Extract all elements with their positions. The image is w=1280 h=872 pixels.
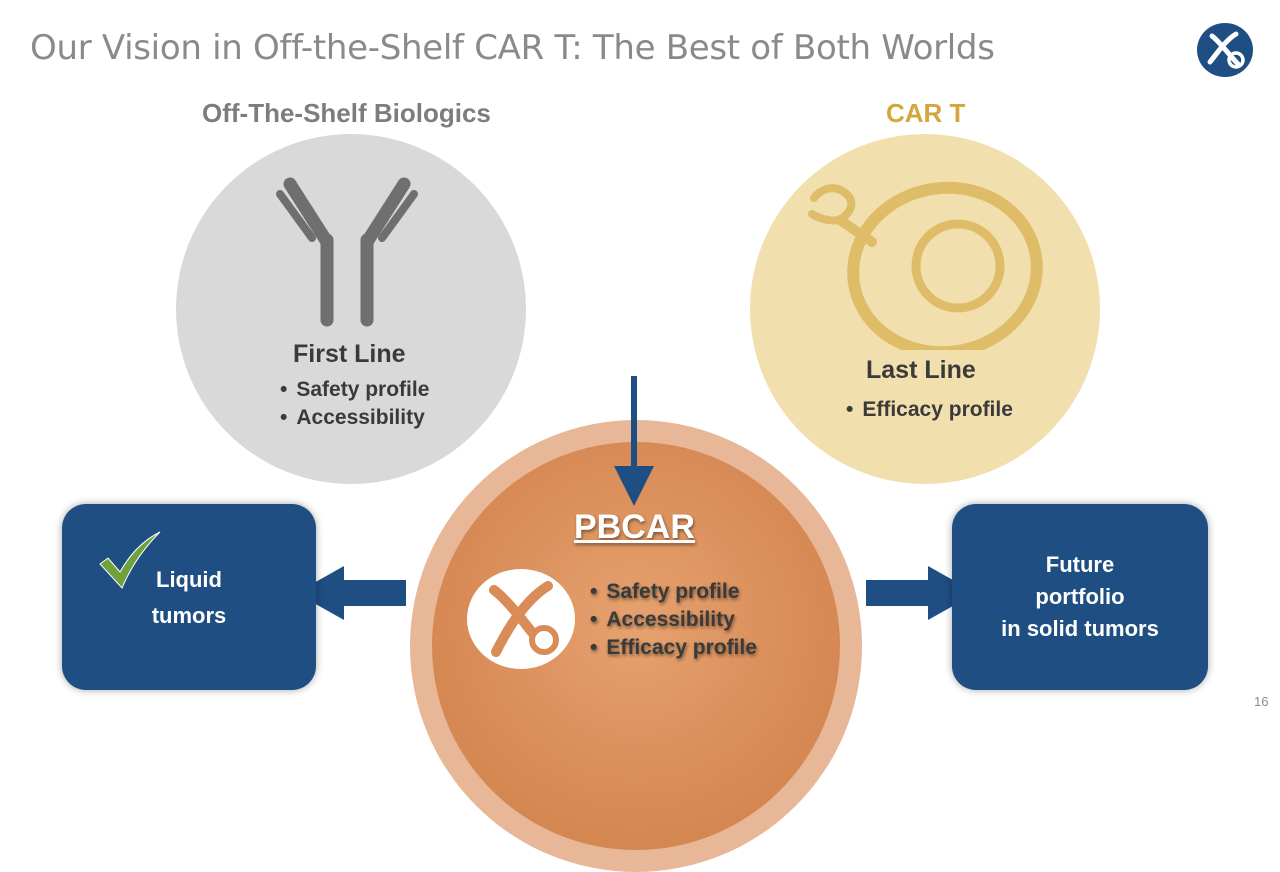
down-arrow-icon	[614, 376, 654, 506]
solid-tumors-box: Future portfolio in solid tumors	[952, 504, 1208, 690]
list-item: Accessibility	[590, 606, 757, 634]
first-line-label: First Line	[293, 340, 406, 368]
pbcar-label: PBCAR	[574, 508, 695, 546]
car-t-cell-icon	[808, 181, 1043, 350]
solid-tumors-line1: Future	[1045, 552, 1115, 577]
biologics-bullets: Safety profile Accessibility	[280, 376, 429, 432]
list-item: Efficacy profile	[846, 396, 1013, 424]
solid-tumors-line2: portfolio	[1035, 584, 1125, 609]
precision-logo-icon	[467, 569, 575, 669]
solid-tumors-line3: in solid tumors	[1001, 616, 1159, 641]
pbcar-bullets: Safety profile Accessibility Efficacy pr…	[590, 578, 757, 662]
liquid-tumors-line1: Liquid	[156, 567, 222, 592]
page-number: 16	[1254, 694, 1269, 709]
checkmark-icon	[99, 531, 161, 589]
slide-title: Our Vision in Off-the-Shelf CAR T: The B…	[30, 28, 995, 68]
company-logo-icon	[1197, 23, 1253, 77]
liquid-tumors-line2: tumors	[151, 603, 227, 628]
last-line-label: Last Line	[866, 356, 976, 384]
list-item: Safety profile	[280, 376, 429, 404]
antibody-icon	[276, 177, 418, 327]
biologics-heading: Off-The-Shelf Biologics	[202, 98, 491, 128]
right-arrow-icon	[866, 566, 976, 620]
car-t-heading: CAR T	[886, 98, 966, 128]
list-item: Efficacy profile	[590, 634, 757, 662]
left-arrow-icon	[296, 566, 406, 620]
car-t-bullets: Efficacy profile	[846, 396, 1013, 424]
list-item: Accessibility	[280, 404, 429, 432]
liquid-tumors-box: Liquid tumors	[62, 504, 316, 690]
list-item: Safety profile	[590, 578, 757, 606]
